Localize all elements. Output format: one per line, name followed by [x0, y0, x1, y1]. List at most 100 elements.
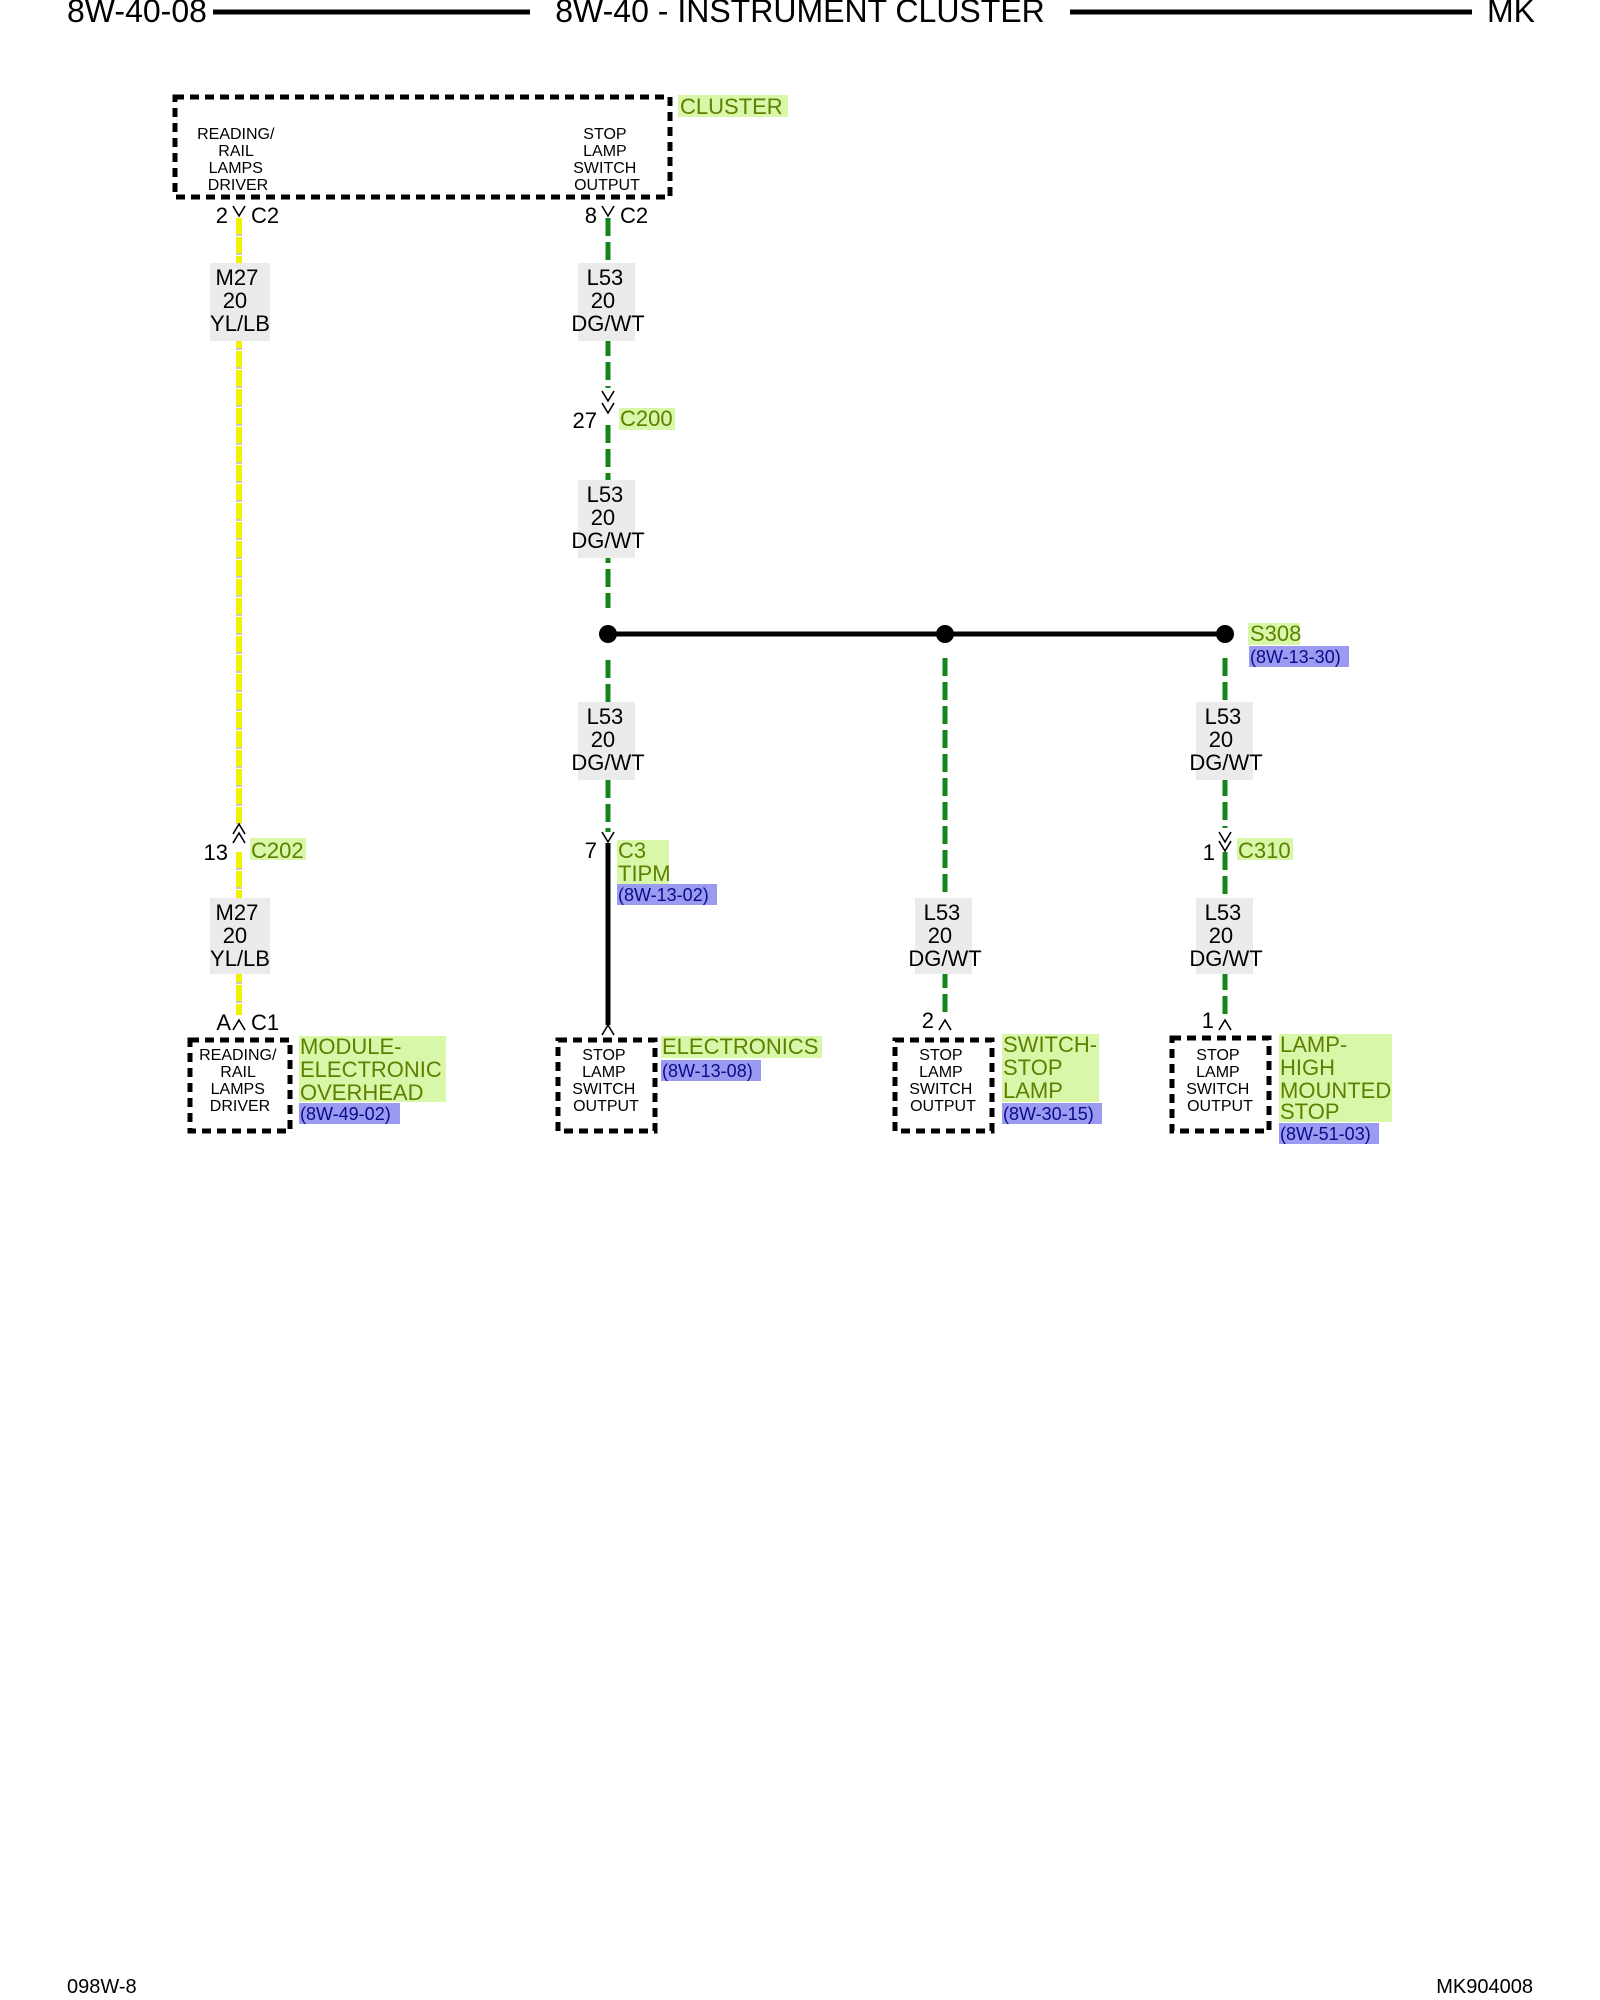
female-terminal-icon — [601, 205, 615, 218]
wire-label-l53-6: L53 20 DG/WT — [1189, 898, 1263, 974]
male-female-terminal-icon — [601, 390, 615, 415]
wire-label-m27-lower: M27 20 YL/LB — [210, 898, 270, 974]
cluster-component[interactable]: CLUSTER READING/ RAIL LAMPS DRIVER STOP … — [172, 94, 788, 200]
wire-label-bg — [578, 480, 635, 558]
tipm-pin-label: STOP LAMP SWITCH OUTPUT — [572, 1047, 640, 1115]
cluster-label-bg — [678, 95, 788, 117]
connector-label-bg — [1237, 838, 1293, 860]
connector-label-bg — [619, 408, 675, 430]
chmsl-ref-link[interactable]: (8W-51-03) — [1280, 1124, 1371, 1144]
connector-name: C200 — [620, 406, 673, 431]
switch-outline — [892, 1037, 995, 1134]
wire-label-bg — [915, 898, 972, 974]
connector-ref-bg — [617, 884, 717, 905]
switch-pin-label: STOP LAMP SWITCH OUTPUT — [909, 1047, 977, 1115]
overhead-c1[interactable]: A C1 — [216, 1010, 279, 1035]
connector-ref-link[interactable]: (8W-13-02) — [618, 885, 709, 905]
module-ref-bg — [299, 1103, 400, 1124]
wire-label-text: L53 20 DG/WT — [571, 265, 644, 336]
wire-label-l53-5: L53 20 DG/WT — [1189, 702, 1263, 780]
wire-label-bg — [578, 702, 635, 780]
pin-number: 8 — [585, 203, 597, 228]
splice-node-1 — [599, 625, 617, 643]
splice-label-bg — [1248, 623, 1300, 645]
pin-number: 1 — [1203, 840, 1215, 865]
tipm-name-bg — [661, 1036, 822, 1058]
wire-label-m27-upper: M27 20 YL/LB — [210, 263, 270, 341]
footer-left: 098W-8 — [67, 1976, 137, 1998]
connector-c200[interactable]: 27 C200 — [573, 390, 675, 433]
stop-lamp-switch-component[interactable]: STOP LAMP SWITCH OUTPUT SWITCH- STOP LAM… — [892, 1032, 1103, 1134]
wire-label-l53-2: L53 20 DG/WT — [571, 480, 645, 558]
wire-label-text: L53 20 DG/WT — [571, 482, 644, 553]
page-footer: 098W-8 MK904008 — [67, 1976, 1533, 1998]
tipm-terminal-icon — [601, 1023, 615, 1036]
tipm-outline — [555, 1037, 658, 1134]
module-ref-link[interactable]: (8W-49-02) — [300, 1104, 391, 1124]
cluster-pin-reading-label: READING/ RAIL LAMPS DRIVER — [197, 126, 279, 194]
wire-label-bg — [1196, 702, 1253, 780]
cluster-outline — [172, 94, 673, 200]
overhead-module-component[interactable]: READING/ RAIL LAMPS DRIVER MODULE- ELECT… — [187, 1034, 448, 1134]
tipm-component[interactable]: STOP LAMP SWITCH OUTPUT ELECTRONICS (8W-… — [555, 1034, 822, 1134]
wire-label-text: L53 20 DG/WT — [571, 704, 644, 775]
pin-number: A — [216, 1010, 231, 1035]
cluster-pin-stop-label: STOP LAMP SWITCH OUTPUT — [573, 126, 641, 194]
male-female-terminal-icon — [1218, 831, 1232, 853]
splice-node-2 — [936, 625, 954, 643]
splice-ref-link[interactable]: (8W-13-30) — [1250, 647, 1341, 667]
footer-right: MK904008 — [1436, 1976, 1533, 1998]
switch-name-bg — [1002, 1034, 1099, 1102]
female-terminal-icon — [232, 205, 246, 218]
connector-name: C2 — [251, 203, 279, 228]
module-name: MODULE- ELECTRONIC OVERHEAD — [300, 1034, 448, 1105]
wire-label-text: L53 20 DG/WT — [1189, 900, 1262, 971]
wire-label-text: M27 20 YL/LB — [210, 900, 270, 971]
splice-name: S308 — [1250, 621, 1301, 646]
tipm-ref-bg — [661, 1060, 761, 1081]
tipm-name: ELECTRONICS — [662, 1034, 818, 1059]
female-terminal-icon — [938, 1018, 952, 1031]
connector-label-bg — [617, 840, 669, 884]
wire-label-text: M27 20 YL/LB — [210, 265, 270, 336]
header-page-number: 8W-40-08 — [67, 0, 207, 29]
switch-pin[interactable]: 2 — [922, 1008, 952, 1033]
switch-name: SWITCH- STOP LAMP — [1003, 1032, 1103, 1103]
switch-ref-link[interactable]: (8W-30-15) — [1003, 1104, 1094, 1124]
connector-name: C310 — [1238, 838, 1291, 863]
pin-number: 27 — [573, 408, 597, 433]
module-name-bg — [299, 1036, 446, 1102]
chmsl-pin-label: STOP LAMP SWITCH OUTPUT — [1186, 1047, 1254, 1115]
connector-c310[interactable]: 1 C310 — [1203, 831, 1293, 865]
pin-number: 7 — [585, 838, 597, 863]
wire-label-bg — [210, 263, 270, 341]
chmsl-name: LAMP- HIGH MOUNTED STOP — [1280, 1032, 1397, 1124]
chmsl-pin[interactable]: 1 — [1202, 1008, 1232, 1033]
male-female-terminal-icon — [232, 822, 246, 844]
wire-label-bg — [578, 263, 635, 341]
female-terminal-icon — [1218, 1018, 1232, 1031]
pin-number: 1 — [1202, 1008, 1214, 1033]
connector-c202[interactable]: 13 C202 — [204, 822, 306, 865]
connector-name: C1 — [251, 1010, 279, 1035]
chmsl-component[interactable]: STOP LAMP SWITCH OUTPUT LAMP- HIGH MOUNT… — [1169, 1032, 1397, 1144]
module-pin-label: READING/ RAIL LAMPS DRIVER — [199, 1047, 281, 1115]
wire-label-bg — [1196, 898, 1253, 974]
tipm-ref-link[interactable]: (8W-13-08) — [662, 1061, 753, 1081]
cluster-c2-pin8[interactable]: 8 C2 — [585, 203, 648, 228]
wire-label-bg — [210, 898, 270, 974]
splice-ref-bg — [1249, 646, 1349, 667]
wire-label-text: L53 20 DG/WT — [1189, 704, 1262, 775]
connector-label-bg — [250, 838, 306, 860]
pin-number: 13 — [204, 840, 228, 865]
connector-name: C202 — [251, 838, 304, 863]
connector-name: C2 — [620, 203, 648, 228]
connector-c3[interactable]: 7 C3 TIPM (8W-13-02) — [585, 831, 717, 905]
connector-name: C3 TIPM — [618, 838, 671, 886]
female-terminal-icon — [232, 1018, 246, 1031]
female-terminal-icon — [601, 831, 615, 844]
cluster-c2-pin2[interactable]: 2 C2 — [216, 203, 279, 228]
splice-s308[interactable]: S308 (8W-13-30) — [599, 621, 1349, 667]
chmsl-ref-bg — [1279, 1123, 1379, 1144]
